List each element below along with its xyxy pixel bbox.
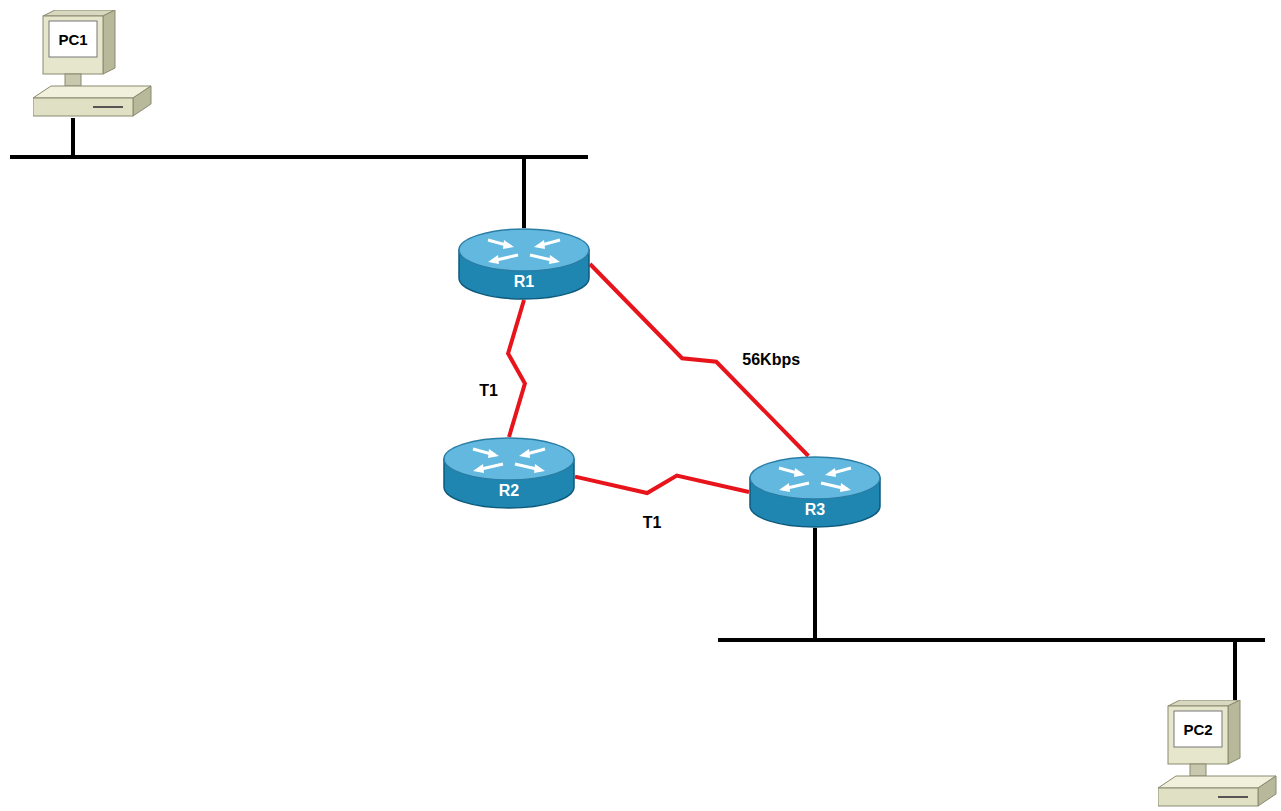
icon-part	[1228, 700, 1240, 764]
icon-part	[750, 457, 880, 499]
icon-part	[549, 255, 560, 264]
icon-part	[488, 240, 560, 264]
pc-icon	[1158, 700, 1278, 808]
icon-part	[33, 98, 133, 116]
router-name: R3	[749, 499, 881, 521]
icon-part	[1158, 788, 1258, 806]
router-name: R1	[458, 271, 590, 293]
ethernet-link	[815, 528, 1235, 700]
link-speed: T1	[640, 513, 665, 533]
router-node: R3	[749, 456, 881, 528]
icon-part	[1168, 706, 1228, 764]
icon-part	[33, 86, 151, 98]
link-speed: 56Kbps	[739, 350, 803, 370]
icon-part	[93, 106, 123, 108]
icon-part	[488, 449, 499, 458]
pc-node: PC1	[33, 10, 153, 118]
ethernet-link	[73, 118, 524, 228]
serial-link	[575, 476, 749, 493]
icon-part	[473, 464, 484, 473]
serial-link	[590, 264, 808, 456]
icon-part	[1190, 764, 1206, 776]
icon-part	[779, 468, 851, 492]
serial-link	[508, 300, 525, 437]
icon-part	[779, 483, 790, 492]
host-name: PC2	[1174, 711, 1222, 747]
icon-part	[1258, 776, 1276, 806]
icon-part	[840, 483, 851, 492]
pc-icon	[33, 10, 153, 118]
icon-part	[43, 16, 103, 74]
icon-part	[519, 449, 530, 458]
icon-part	[473, 449, 545, 473]
icon-part	[534, 240, 545, 249]
icon-part	[1158, 776, 1276, 788]
icon-part	[65, 74, 81, 86]
icon-part	[1174, 711, 1222, 747]
router-node: R1	[458, 228, 590, 300]
router-node: R2	[443, 437, 575, 509]
host-name: PC1	[49, 21, 97, 57]
pc-node: PC2	[1158, 700, 1278, 808]
icon-part	[49, 21, 97, 57]
icon-part	[488, 255, 499, 264]
link-speed: T1	[476, 381, 501, 401]
icon-part	[133, 86, 151, 116]
icon-part	[1218, 796, 1248, 798]
icon-part	[534, 464, 545, 473]
icon-part	[794, 468, 805, 477]
router-name: R2	[443, 480, 575, 502]
icon-part	[103, 10, 115, 74]
icon-part	[503, 240, 514, 249]
icon-part	[459, 229, 589, 271]
icon-part	[825, 468, 836, 477]
icon-part	[444, 438, 574, 480]
